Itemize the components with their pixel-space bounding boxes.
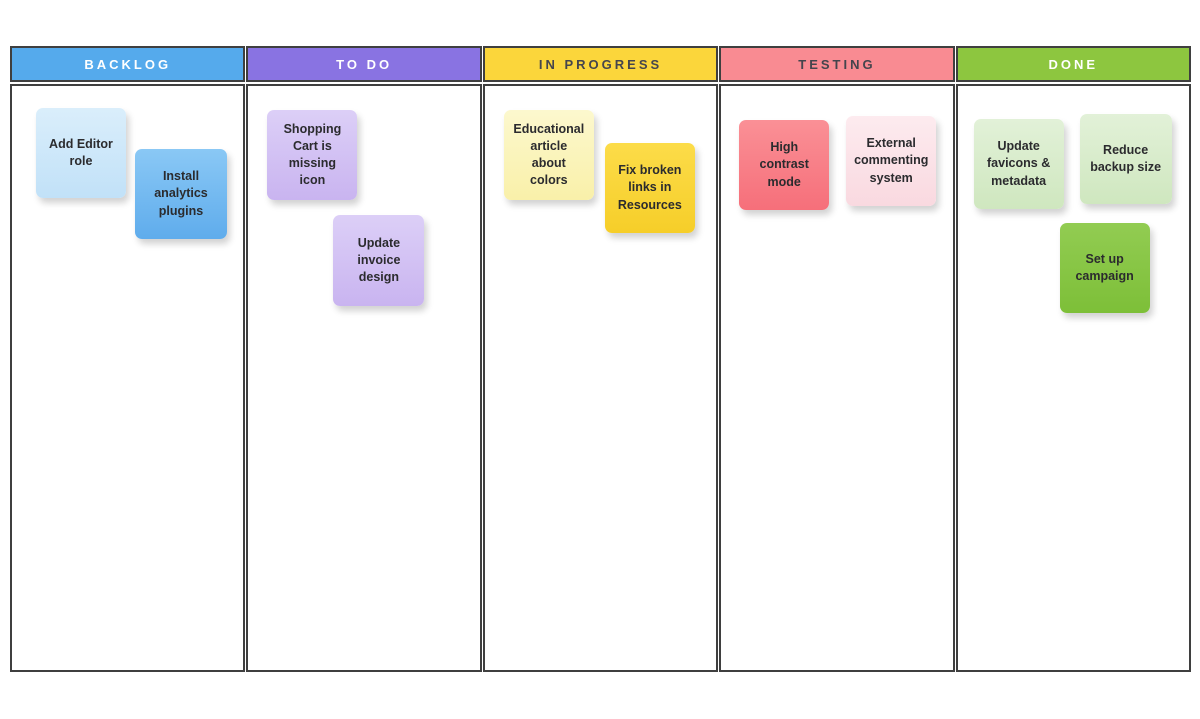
column-body-in-progress: Educational article about colors Fix bro… <box>482 84 719 672</box>
column-header-in-progress: IN PROGRESS <box>482 46 719 82</box>
sticky-note[interactable]: Shopping Cart is missing icon <box>267 110 358 200</box>
kanban-board: BACKLOG Add Editor role Install analytic… <box>10 46 1192 672</box>
column-todo: TO DO Shopping Cart is missing icon Upda… <box>246 46 482 672</box>
sticky-note[interactable]: Update favicons & metadata <box>973 119 1064 209</box>
sticky-note[interactable]: Update invoice design <box>333 215 425 306</box>
sticky-note[interactable]: External commenting system <box>846 116 937 206</box>
column-body-todo: Shopping Cart is missing icon Update inv… <box>246 84 482 672</box>
column-header-backlog: BACKLOG <box>10 46 246 82</box>
sticky-note[interactable]: Install analytics plugins <box>135 149 227 239</box>
sticky-note[interactable]: Add Editor role <box>36 108 126 198</box>
column-header-testing: TESTING <box>719 46 955 82</box>
column-body-done: Update favicons & metadata Reduce backup… <box>955 84 1192 672</box>
column-header-todo: TO DO <box>246 46 482 82</box>
sticky-note[interactable]: Educational article about colors <box>503 110 594 200</box>
column-done: DONE Update favicons & metadata Reduce b… <box>955 46 1192 672</box>
column-backlog: BACKLOG Add Editor role Install analytic… <box>10 46 246 672</box>
column-header-done: DONE <box>955 46 1192 82</box>
column-in-progress: IN PROGRESS Educational article about co… <box>482 46 719 672</box>
column-testing: TESTING High contrast mode External comm… <box>719 46 955 672</box>
sticky-note[interactable]: Reduce backup size <box>1079 114 1172 204</box>
column-body-testing: High contrast mode External commenting s… <box>719 84 955 672</box>
sticky-note[interactable]: High contrast mode <box>739 120 830 210</box>
column-body-backlog: Add Editor role Install analytics plugin… <box>10 84 246 672</box>
sticky-note[interactable]: Fix broken links in Resources <box>604 143 695 233</box>
sticky-note[interactable]: Set up campaign <box>1059 223 1150 313</box>
